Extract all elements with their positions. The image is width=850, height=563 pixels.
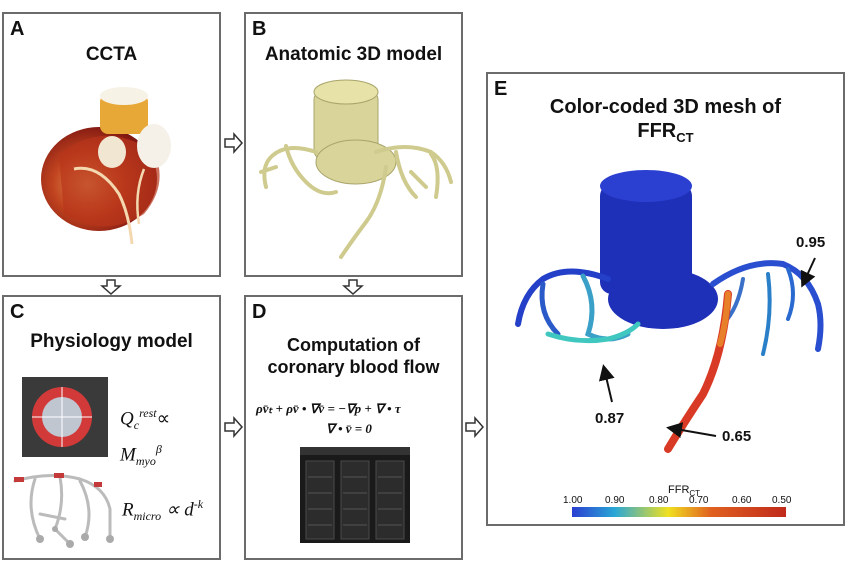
- colorbar-title-text: FFR: [668, 484, 690, 496]
- panel-ccta: A CCTA: [2, 12, 221, 277]
- eq-m-sup: β: [155, 442, 162, 457]
- panel-title-ffr-2: FFRCT: [488, 120, 843, 145]
- colorbar-gradient: [572, 507, 786, 517]
- panel-letter-a: A: [10, 18, 25, 40]
- arrow-a-to-c: [100, 279, 122, 296]
- panel-title-computation-2: coronary blood flow: [267, 357, 440, 377]
- panel-title-computation-1: Computation of: [287, 335, 420, 355]
- navier-stokes-equation: ρv̄ₜ + ρv̄ • ∇v̄ = −∇p + ∇ • τ: [256, 401, 401, 416]
- eq-prop: ∝: [156, 408, 171, 430]
- ffr-title-sub: CT: [676, 130, 694, 145]
- myocardium-image: [22, 377, 108, 457]
- ccta-heart-image: [41, 87, 171, 245]
- ffr-value-065: 0.65: [722, 428, 752, 445]
- eq-m-sub: myo: [135, 454, 156, 469]
- colorbar-tick: 0.90: [605, 495, 625, 506]
- ffr-color-mesh: [515, 170, 824, 453]
- panel-letter-c: C: [10, 301, 25, 323]
- ffr-value-095: 0.95: [796, 234, 826, 251]
- panel-physiology-model: C Physiology model Qcrest∝ Mmyoβ: [2, 295, 221, 560]
- colorbar-tick: 0.80: [649, 495, 669, 506]
- panel-letter-d: D: [252, 301, 267, 323]
- colorbar-title: FFRCT: [668, 484, 700, 498]
- anatomic-3d-model-image: [259, 79, 453, 259]
- eq-m: M: [120, 444, 136, 466]
- eq-r-sup: -k: [193, 497, 204, 511]
- panel-title-ffr-1: Color-coded 3D mesh of: [549, 96, 782, 118]
- eq-q: Q: [120, 408, 134, 430]
- eq-q-sub: c: [133, 418, 140, 433]
- coronary-tree-sketch: [13, 473, 114, 548]
- ffr-value-087: 0.87: [595, 410, 625, 427]
- colorbar-title-sub: CT: [689, 489, 701, 499]
- colorbar-tick: 0.70: [689, 495, 709, 506]
- colorbar-tick: 0.60: [732, 495, 752, 506]
- colorbar-tick: 0.50: [772, 495, 792, 506]
- panel-letter-b: B: [252, 18, 267, 40]
- arrow-b-to-d: [342, 279, 364, 296]
- supercomputer-image: [300, 447, 410, 543]
- eq-r-rest: ∝ d: [165, 499, 194, 521]
- panel-anatomic-model: B Anatomic 3D model: [244, 12, 463, 277]
- microvascular-resistance-equation: Rmicro ∝ d-k: [122, 497, 203, 524]
- continuity-equation: ∇ • v̄ = 0: [326, 421, 372, 436]
- panel-letter-e: E: [494, 78, 508, 100]
- panel-ffr-mesh: E Color-coded 3D mesh of FFRCT: [486, 72, 845, 526]
- panel-title-physiology: Physiology model: [30, 331, 193, 352]
- panel-title-anatomic: Anatomic 3D model: [264, 44, 443, 65]
- panel-blood-flow-computation: D Computation of coronary blood flow ρv̄…: [244, 295, 463, 560]
- myocardial-flow-equation: Qcrest∝ Mmyoβ: [120, 401, 170, 473]
- eq-q-sup: rest: [139, 406, 157, 420]
- ffr-title-text: FFR: [637, 120, 677, 142]
- eq-r: R: [122, 499, 134, 521]
- eq-r-sub: micro: [133, 509, 162, 524]
- arrow-c-to-d: [224, 416, 244, 438]
- panel-title-ccta: CCTA: [85, 44, 138, 65]
- colorbar-tick: 1.00: [563, 495, 583, 506]
- arrow-a-to-b: [224, 132, 244, 154]
- arrow-d-to-e: [465, 416, 485, 438]
